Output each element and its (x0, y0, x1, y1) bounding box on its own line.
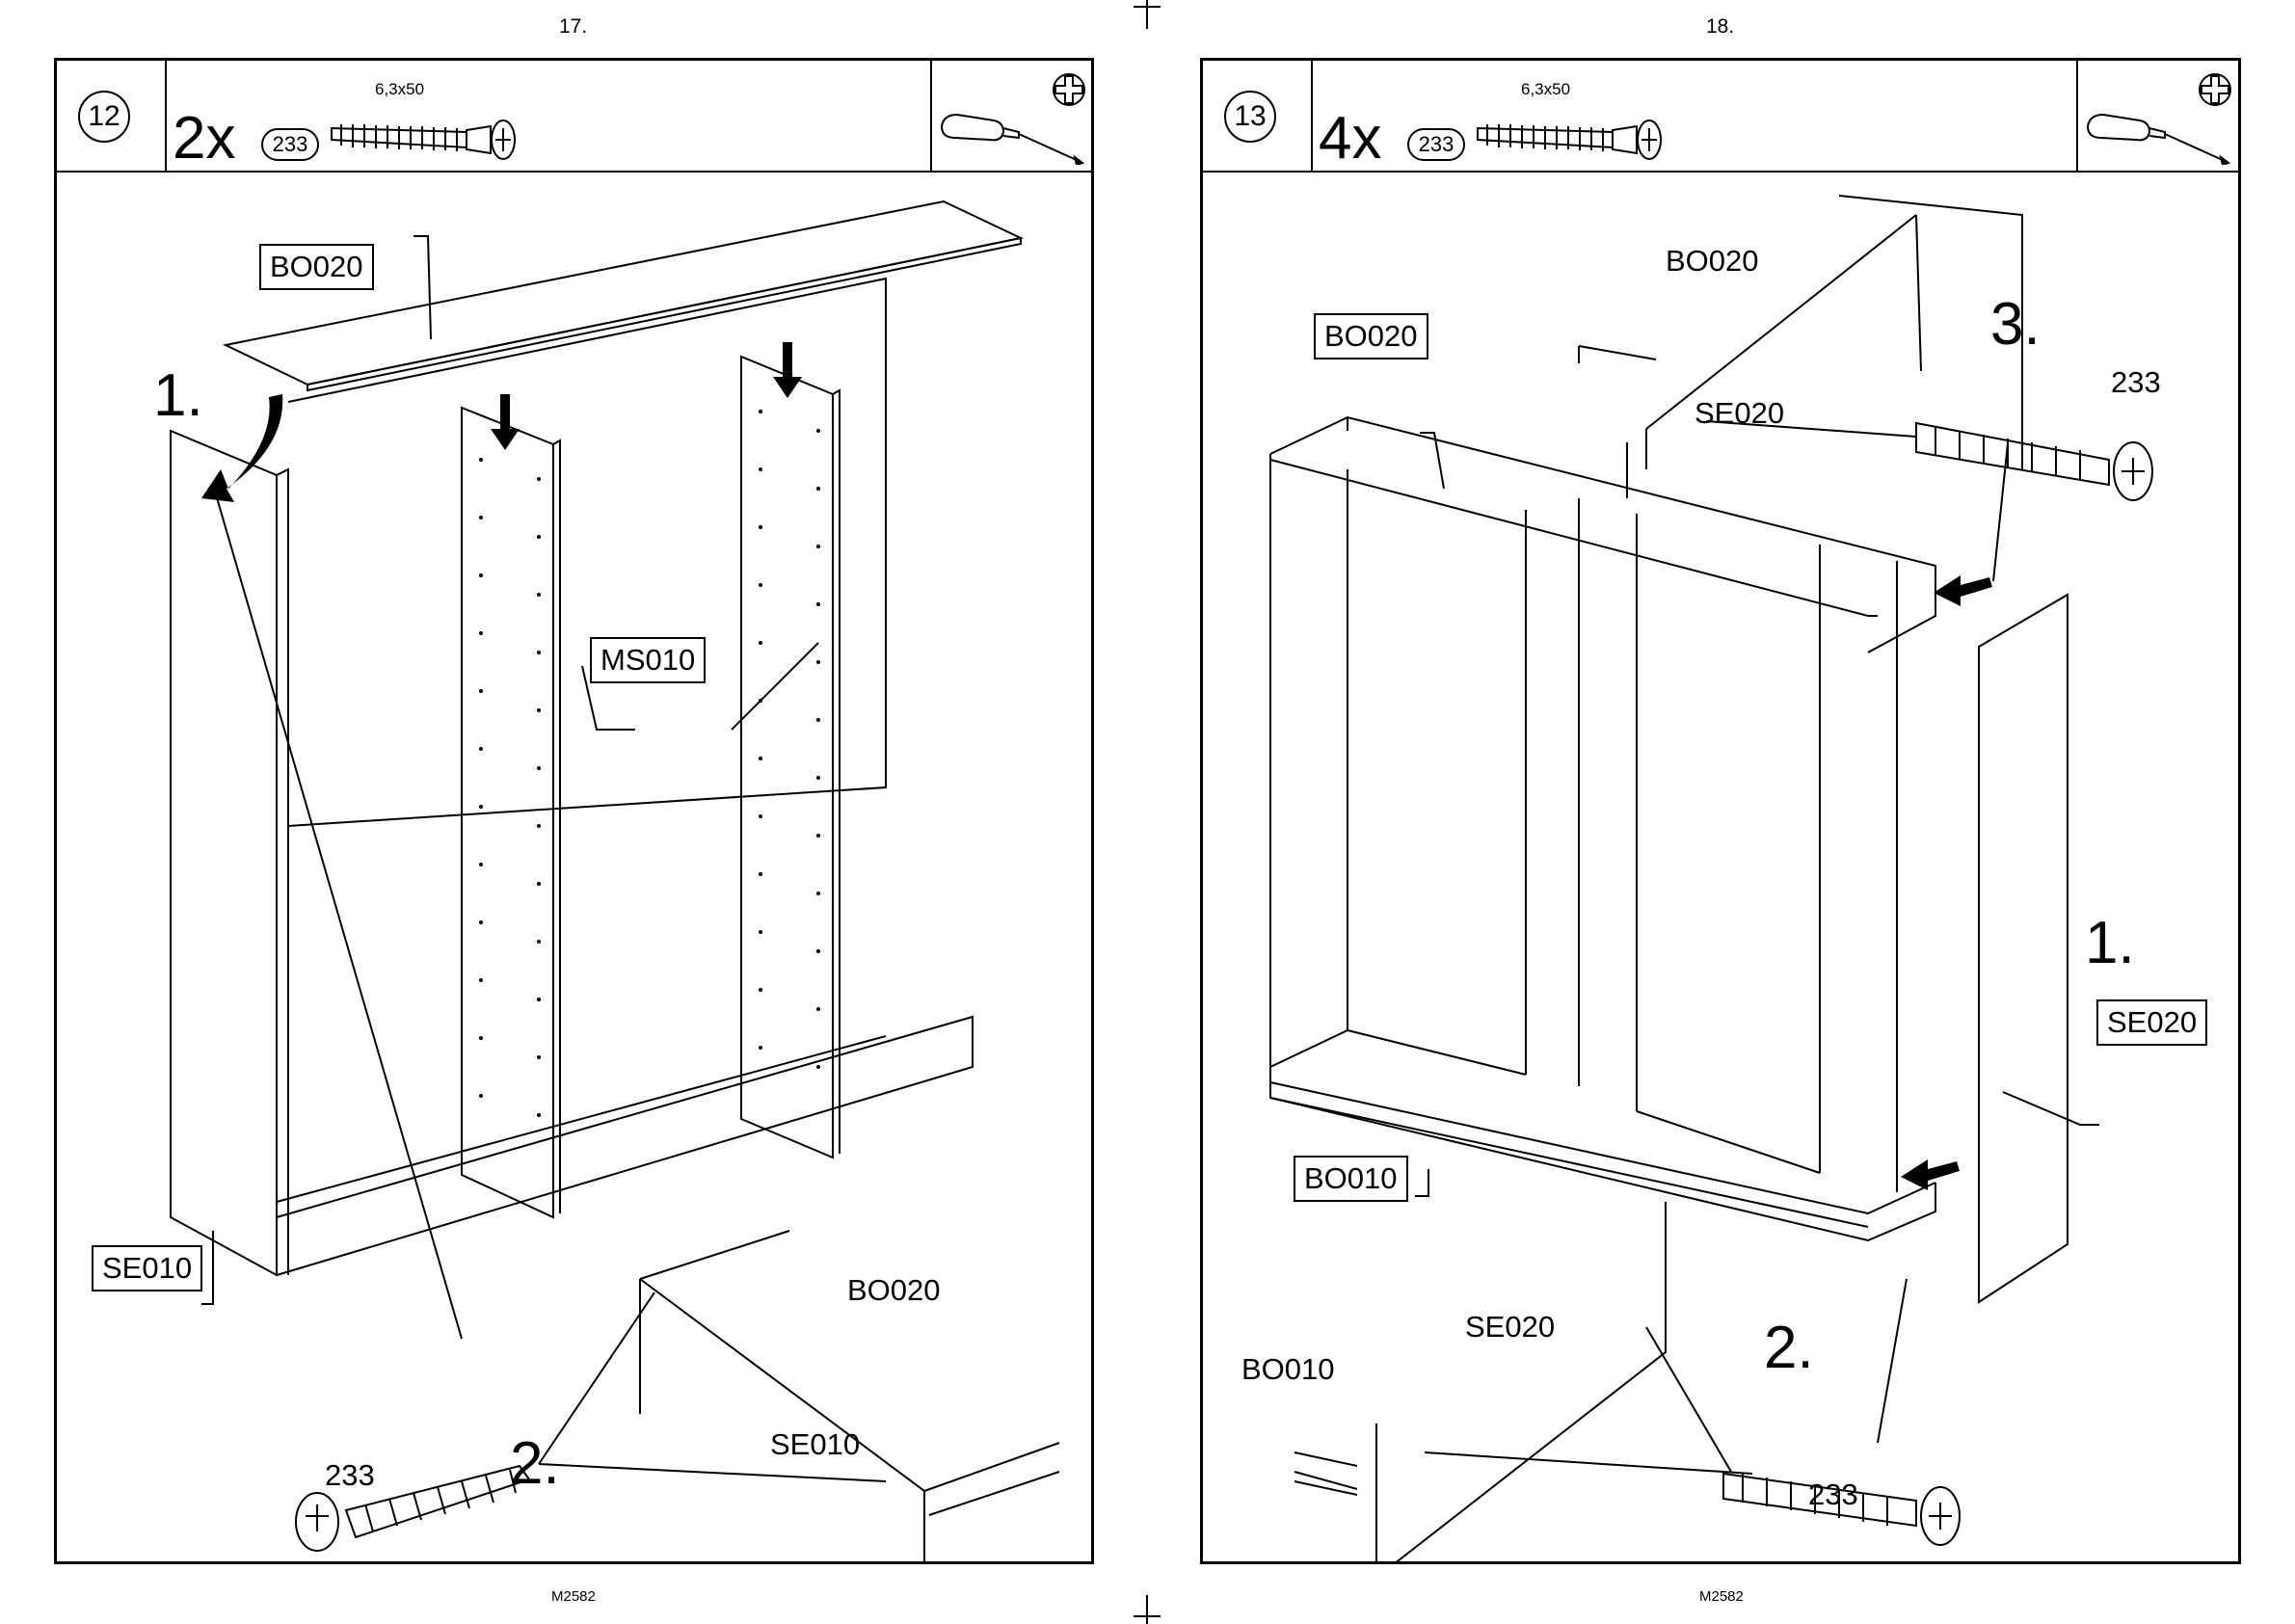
label-top-panel: BO020 (259, 244, 374, 290)
page-number-left: 17. (559, 15, 587, 39)
divider (1311, 61, 1313, 171)
step-13-panel: 13 4x 233 6,3x50 (1200, 58, 2241, 1564)
part-number-badge: 233 (1407, 128, 1465, 161)
step-number: 12 (78, 91, 130, 143)
step-marker-1: 1. (153, 361, 203, 430)
screw-icon (322, 103, 544, 165)
label-screw-top: 233 (2111, 365, 2161, 400)
step-marker-2: 2. (1764, 1314, 1814, 1382)
divider (165, 61, 167, 171)
label-screw-bottom: 233 (1808, 1478, 1858, 1512)
step-12-panel: 12 2x 233 6,3x50 (54, 58, 1094, 1564)
label-screw: 233 (325, 1458, 375, 1493)
label-top-detail: BO020 (1666, 244, 1759, 279)
step-header: 13 4x 233 6,3x50 (1203, 61, 2238, 173)
label-top-panel: BO020 (1314, 313, 1428, 359)
label-detail-top: BO020 (847, 1273, 941, 1308)
label-detail-side: SE010 (770, 1427, 860, 1462)
label-divider: MS010 (590, 637, 706, 683)
label-side-panel: SE020 (2096, 999, 2207, 1046)
page-number-right: 18. (1706, 15, 1734, 39)
phillips-head-icon (1054, 74, 1084, 105)
divider (930, 61, 932, 171)
screw-icon (1468, 103, 1690, 165)
label-detail-bottom: BO010 (1241, 1352, 1335, 1387)
arrow-left-icon (1934, 575, 1992, 606)
label-bottom-panel: BO010 (1294, 1156, 1408, 1202)
label-side-panel: SE010 (92, 1245, 202, 1291)
step-marker-3: 3. (1990, 290, 2041, 359)
arrow-down-icon (491, 394, 520, 450)
step-marker-1: 1. (2085, 909, 2135, 977)
label-side-detail: SE020 (1695, 396, 1784, 431)
divider (2076, 61, 2078, 171)
phillips-head-icon (2200, 74, 2230, 105)
screwdriver-icon (2080, 68, 2239, 165)
top-panel-drawing (1270, 417, 1935, 652)
assembly-drawing (57, 171, 1091, 1561)
top-panel-drawing (226, 201, 1021, 385)
footer-code-left: M2582 (551, 1588, 596, 1605)
arrow-down-icon (773, 342, 802, 398)
footer-code-right: M2582 (1699, 1588, 1744, 1605)
screw-dimensions: 6,3x50 (375, 80, 424, 99)
quantity: 4x (1319, 109, 1381, 169)
screwdriver-icon (934, 68, 1093, 165)
quantity: 2x (173, 109, 235, 169)
screw-dimensions: 6,3x50 (1521, 80, 1570, 99)
right-side-panel-drawing (1979, 595, 2068, 1302)
assembly-drawing (1203, 171, 2238, 1561)
step-header: 12 2x 233 6,3x50 (57, 61, 1091, 173)
left-side-panel-drawing (171, 431, 277, 1275)
step-number: 13 (1224, 91, 1276, 143)
step-marker-2: 2. (510, 1429, 560, 1498)
divider-panel-2 (741, 357, 833, 1158)
part-number-badge: 233 (261, 128, 319, 161)
label-detail-side-bottom: SE020 (1465, 1310, 1555, 1344)
